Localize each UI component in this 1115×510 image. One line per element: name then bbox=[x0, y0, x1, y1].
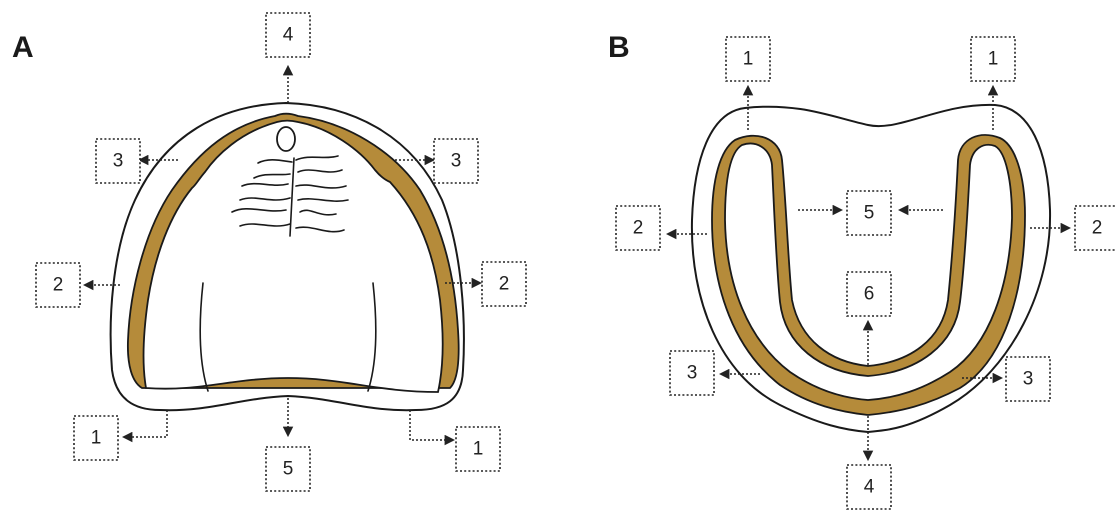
svg-text:3: 3 bbox=[1023, 369, 1034, 390]
arrow-a-1-right bbox=[410, 410, 453, 440]
svg-text:2: 2 bbox=[499, 274, 510, 295]
panel-a: A bbox=[12, 13, 526, 491]
svg-text:1: 1 bbox=[473, 439, 484, 460]
label-a-1-right: 1 bbox=[456, 427, 500, 471]
label-a-1-left: 1 bbox=[74, 416, 118, 460]
label-a-3-left: 3 bbox=[96, 139, 140, 183]
svg-text:5: 5 bbox=[283, 459, 294, 480]
svg-text:1: 1 bbox=[988, 49, 999, 70]
svg-text:1: 1 bbox=[91, 428, 102, 449]
panel-b-letter: B bbox=[608, 31, 630, 64]
incisive-papilla bbox=[277, 127, 295, 151]
label-a-2-right: 2 bbox=[482, 262, 526, 306]
label-b-6: 6 bbox=[847, 272, 891, 316]
svg-text:6: 6 bbox=[864, 284, 875, 305]
label-b-3-left: 3 bbox=[670, 351, 714, 395]
svg-text:2: 2 bbox=[53, 275, 64, 296]
label-a-3-right: 3 bbox=[434, 139, 478, 183]
label-b-2-left: 2 bbox=[616, 206, 660, 250]
svg-text:2: 2 bbox=[633, 218, 644, 239]
svg-text:4: 4 bbox=[283, 25, 294, 46]
label-a-2-left: 2 bbox=[36, 263, 80, 307]
label-b-2-right: 2 bbox=[1075, 206, 1115, 250]
label-b-1-right: 1 bbox=[971, 37, 1015, 81]
panel-a-letter: A bbox=[12, 31, 34, 64]
svg-text:5: 5 bbox=[864, 203, 875, 224]
label-b-1-left: 1 bbox=[726, 37, 770, 81]
svg-text:1: 1 bbox=[743, 49, 754, 70]
panel-b: B 1 1 2 5 bbox=[608, 31, 1115, 509]
arrow-a-1-left bbox=[124, 410, 167, 437]
svg-text:3: 3 bbox=[451, 151, 462, 172]
svg-text:3: 3 bbox=[113, 151, 124, 172]
label-a-5: 5 bbox=[266, 447, 310, 491]
svg-text:3: 3 bbox=[687, 363, 698, 384]
label-b-3-right: 3 bbox=[1006, 357, 1050, 401]
label-b-4: 4 bbox=[847, 465, 891, 509]
svg-text:4: 4 bbox=[864, 477, 875, 498]
label-b-5: 5 bbox=[847, 191, 891, 235]
svg-text:2: 2 bbox=[1092, 218, 1103, 239]
label-a-4: 4 bbox=[266, 13, 310, 57]
